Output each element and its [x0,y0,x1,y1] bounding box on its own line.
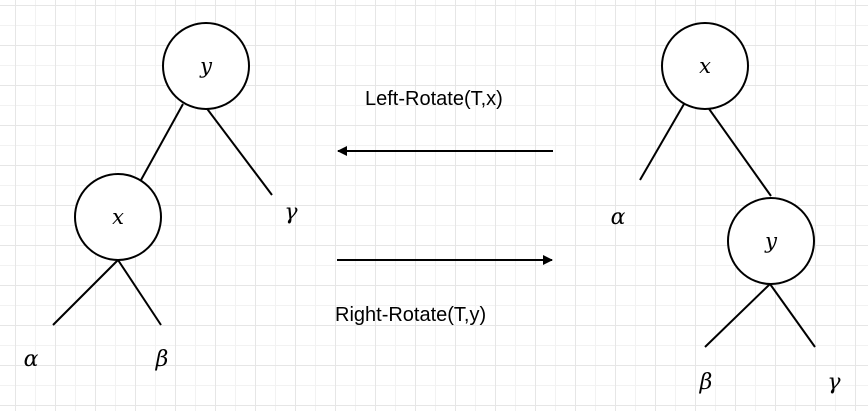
right-tree: x y α β γ [611,22,841,395]
right-edge-y-gamma [769,283,816,348]
right-subtree-alpha: α [611,205,626,230]
left-subtree-gamma: γ [284,200,298,225]
right-node-child [727,197,815,285]
left-subtree-beta: β [155,347,169,372]
left-edge-x-alpha [52,259,119,326]
right-node-root [661,22,749,110]
left-edge-y-x [140,103,184,181]
left-node-root-label: y [199,54,213,78]
left-edge-x-beta [117,259,162,326]
right-rotate-label: Right-Rotate(T,y) [335,304,486,326]
right-subtree-beta: β [699,370,713,395]
right-node-root-label: x [699,54,711,78]
operations: Left-Rotate(T,x) Right-Rotate(T,y) [335,88,553,326]
right-subtree-gamma: γ [827,370,841,395]
left-node-child-label: x [112,205,124,229]
left-edge-y-gamma [204,105,273,196]
right-edge-x-y [706,105,772,197]
left-node-child [74,173,162,261]
left-subtree-alpha: α [24,347,39,372]
right-node-child-label: y [764,229,778,253]
left-tree: y x α β γ [24,22,298,372]
right-edge-x-alpha [639,103,685,181]
left-node-root [162,22,250,110]
left-rotate-label: Left-Rotate(T,x) [365,88,503,110]
right-edge-y-beta [704,283,771,348]
